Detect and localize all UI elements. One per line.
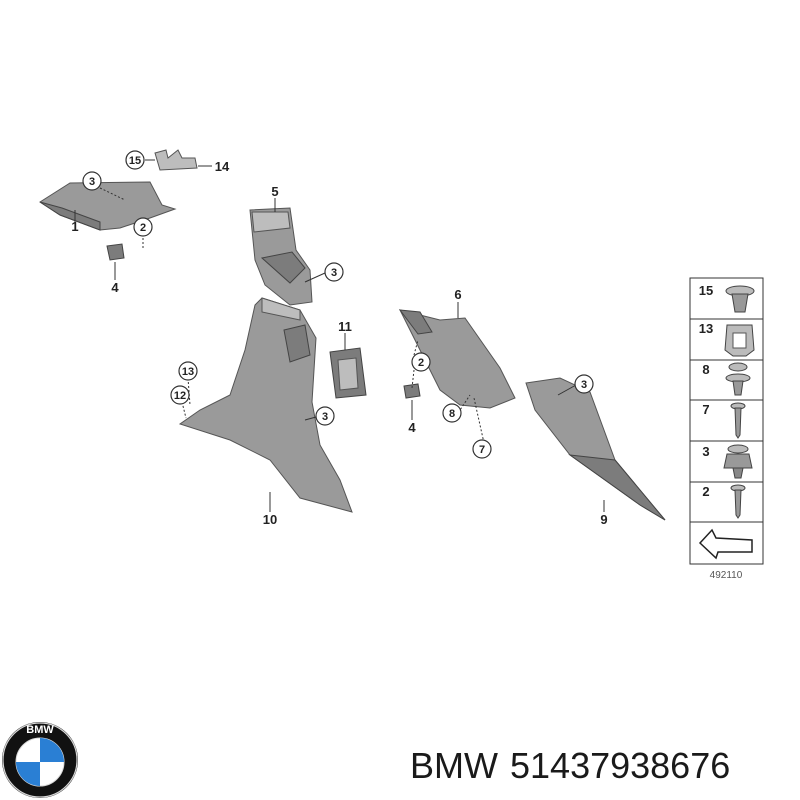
callout-13: 13 bbox=[178, 361, 198, 381]
callout-3-right-text: 3 bbox=[581, 379, 587, 391]
callout-12-text: 12 bbox=[174, 390, 186, 402]
legend-row-2-number: 13 bbox=[699, 321, 713, 336]
direction-arrow-icon bbox=[698, 528, 753, 560]
legend-row-3-number: 8 bbox=[702, 362, 709, 377]
callout-12: 12 bbox=[170, 385, 190, 405]
leader-lines bbox=[74, 159, 605, 512]
callout-3-top-left: 3 bbox=[82, 171, 102, 191]
spring-clip-icon bbox=[724, 324, 755, 357]
expanding-rivet-icon bbox=[725, 362, 751, 396]
part-label-5: 5 bbox=[271, 184, 278, 199]
bmw-logo: BMW bbox=[2, 722, 78, 798]
part-4-clip-right bbox=[403, 383, 421, 399]
brand-name: BMW bbox=[410, 745, 498, 786]
bolt-icon bbox=[730, 484, 746, 519]
part-number: 51437938676 bbox=[510, 745, 730, 786]
part-1-trim bbox=[39, 181, 177, 231]
callout-3-lower: 3 bbox=[315, 406, 335, 426]
legend-row-5-number: 3 bbox=[702, 444, 709, 459]
callout-7-text: 7 bbox=[479, 444, 485, 456]
part-label-4-left: 4 bbox=[111, 280, 119, 295]
logo-quadrant-2 bbox=[16, 762, 40, 786]
part-label-10: 10 bbox=[263, 512, 277, 527]
callout-15-text: 15 bbox=[129, 155, 141, 167]
part-10-pillar-lower bbox=[178, 297, 353, 513]
callout-8: 8 bbox=[442, 403, 462, 423]
logo-text: BMW bbox=[26, 724, 54, 736]
callout-2-left: 2 bbox=[133, 217, 153, 237]
part-6-trim bbox=[398, 309, 516, 409]
part-label-11: 11 bbox=[338, 319, 352, 334]
part-11-vent bbox=[329, 347, 367, 399]
callout-3-right: 3 bbox=[574, 374, 594, 394]
callout-15: 15 bbox=[125, 150, 145, 170]
callout-3-pillar-text: 3 bbox=[331, 267, 337, 279]
callout-2-right: 2 bbox=[411, 352, 431, 372]
callout-3-pillar: 3 bbox=[324, 262, 344, 282]
legend-row-1-number: 15 bbox=[699, 283, 713, 298]
callout-2-right-text: 2 bbox=[418, 357, 424, 369]
callout-2-left-text: 2 bbox=[140, 222, 146, 234]
part-label-1: 1 bbox=[71, 219, 78, 234]
callout-3-lower-text: 3 bbox=[322, 411, 328, 423]
part-label-4-right: 4 bbox=[408, 420, 416, 435]
part-9-trim bbox=[525, 377, 666, 521]
callout-7: 7 bbox=[472, 439, 492, 459]
legend-row-6-number: 2 bbox=[702, 484, 709, 499]
logo-quadrant-1 bbox=[40, 738, 64, 762]
callout-8-text: 8 bbox=[449, 408, 455, 420]
callout-3-top-left-text: 3 bbox=[89, 176, 95, 188]
part-14-bracket bbox=[154, 149, 198, 171]
callout-13-text: 13 bbox=[182, 366, 194, 378]
clip-nut-icon bbox=[723, 444, 753, 479]
diagram-code: 492110 bbox=[710, 570, 743, 581]
fastener-legend: 15 13 8 7 3 2 bbox=[689, 277, 764, 565]
part-5-pillar-upper bbox=[249, 207, 313, 306]
part-4-clip-left bbox=[106, 243, 125, 261]
part-label-14: 14 bbox=[215, 159, 230, 174]
push-clip-icon bbox=[725, 285, 755, 313]
part-label-6: 6 bbox=[454, 287, 461, 302]
screw-icon bbox=[730, 402, 746, 439]
part-label-9: 9 bbox=[600, 512, 607, 527]
legend-row-4-number: 7 bbox=[702, 402, 709, 417]
